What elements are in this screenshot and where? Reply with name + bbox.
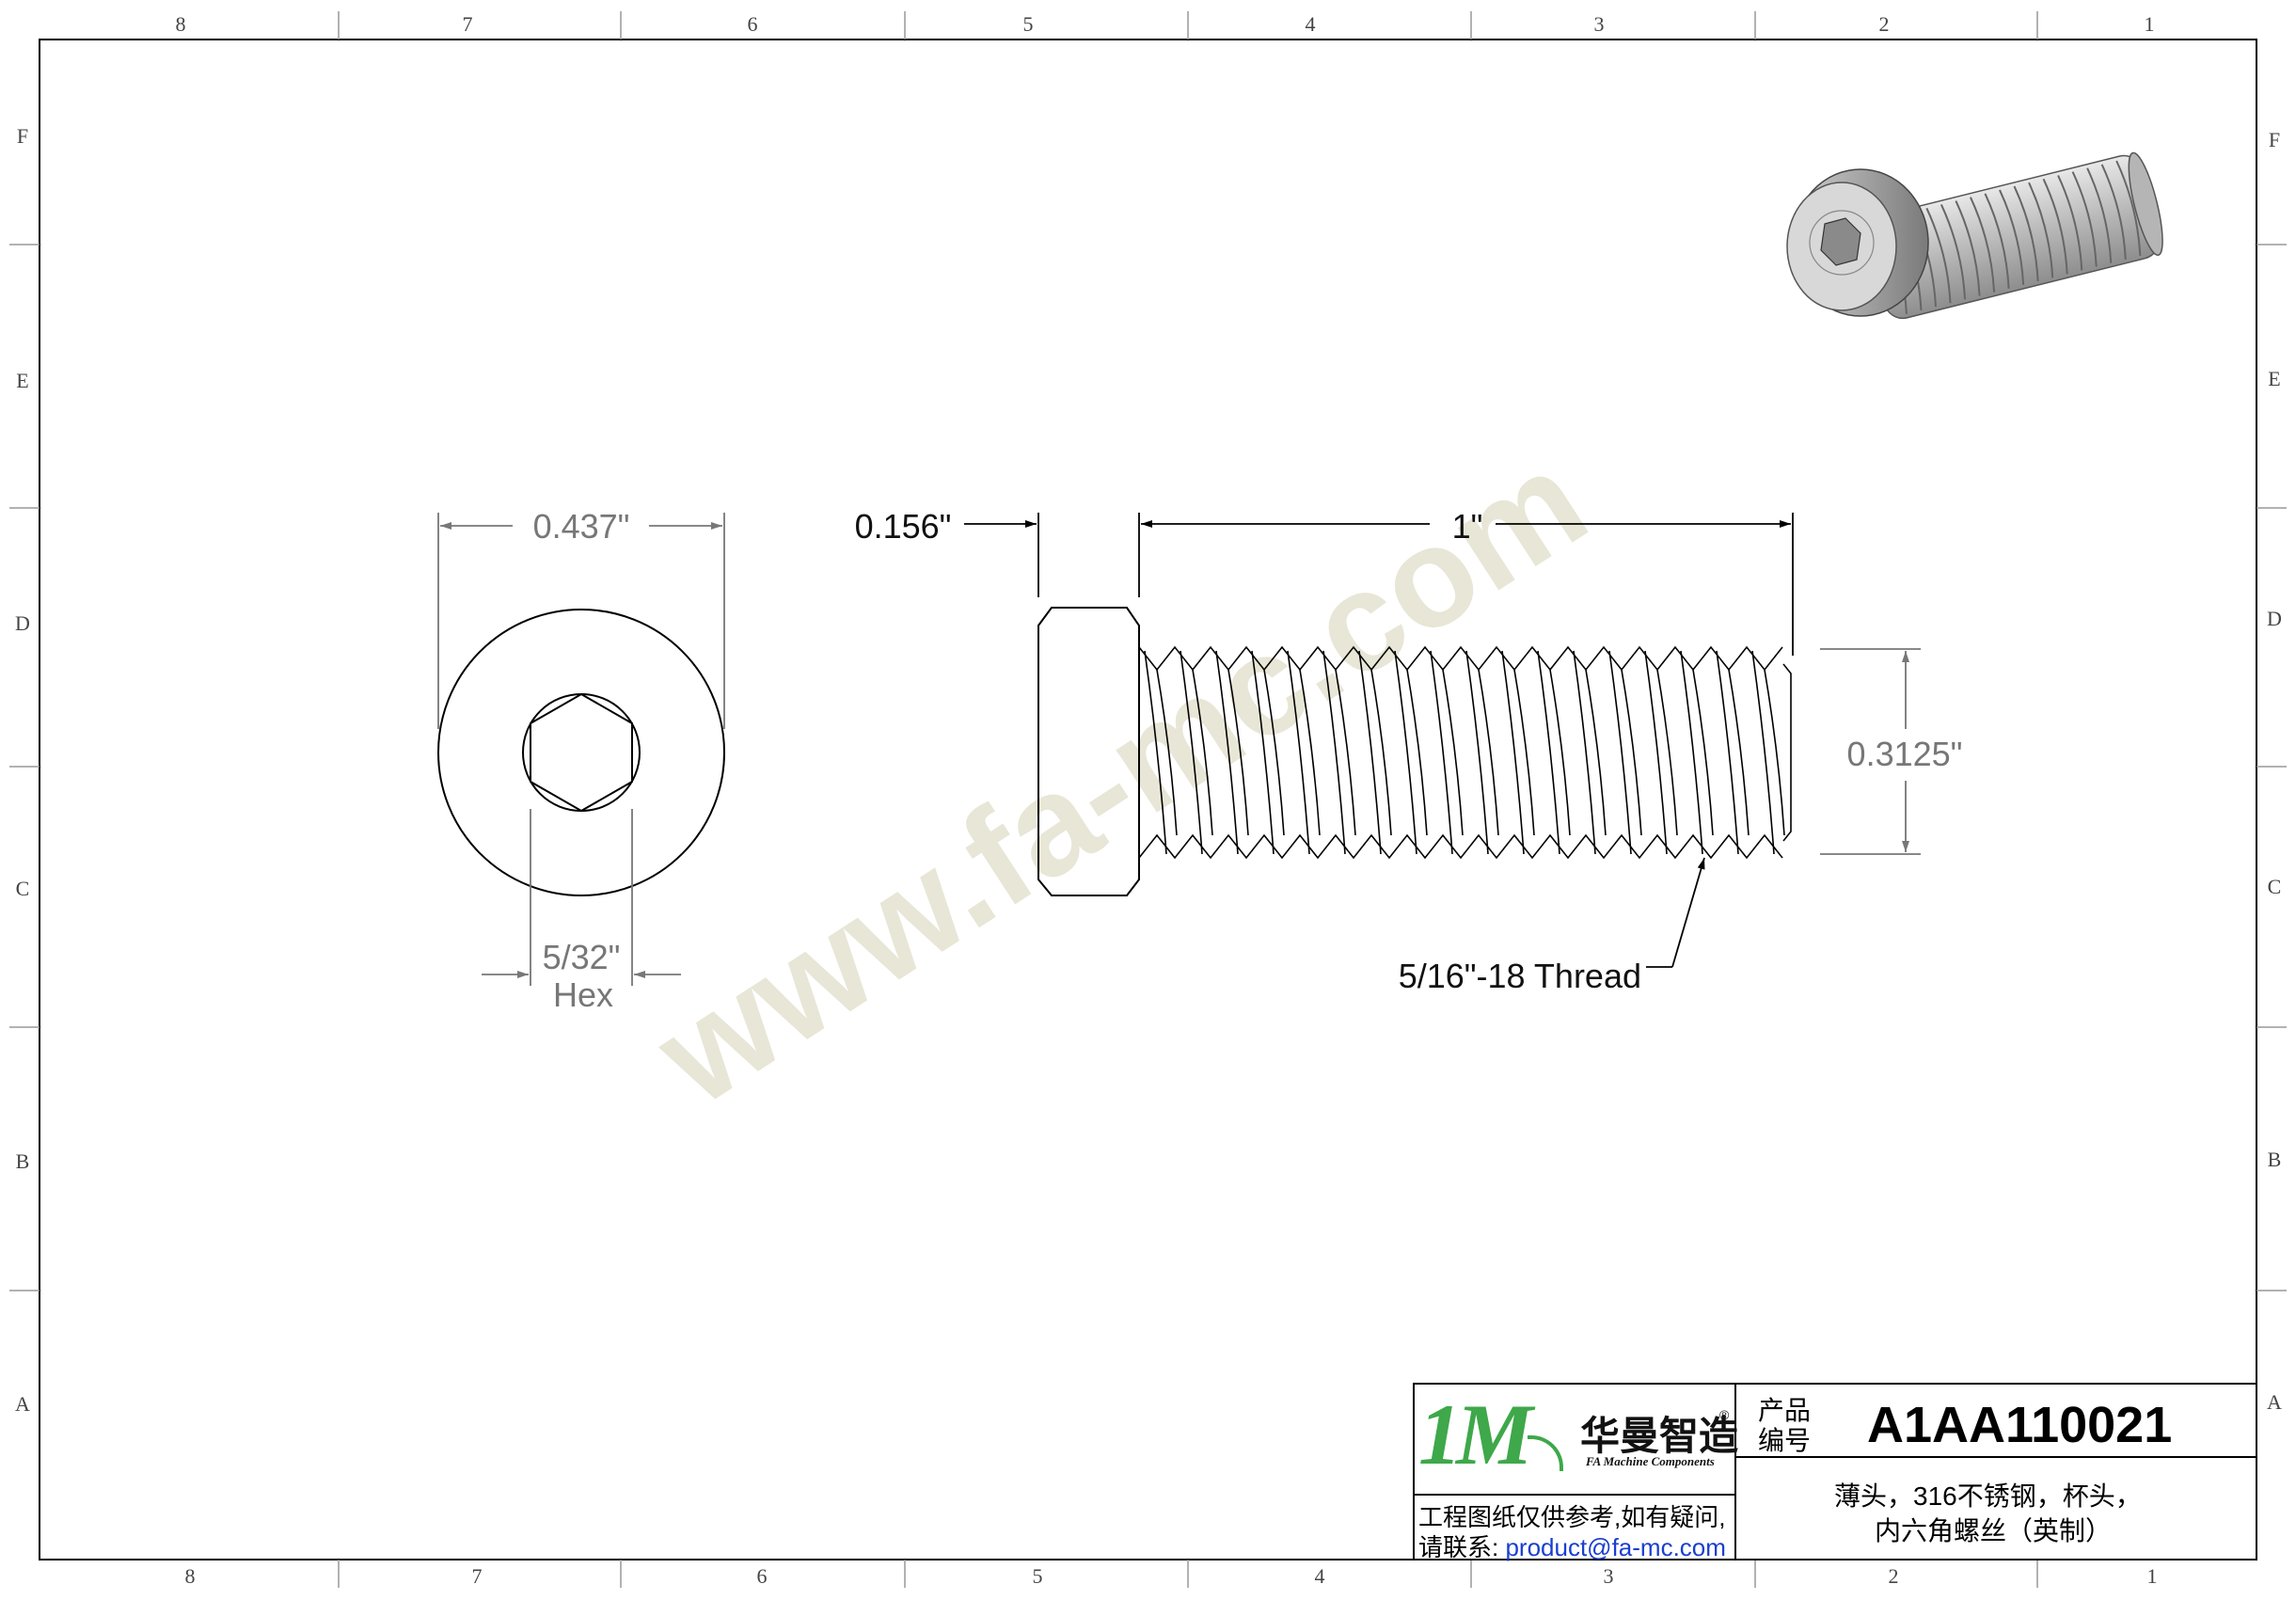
screw-head-side: [1037, 607, 1140, 896]
col-label-bottom: 4: [1315, 1564, 1325, 1588]
contact-email-link[interactable]: product@fa-mc.com: [1505, 1533, 1726, 1561]
product-code-label-line2: 编号: [1758, 1426, 1812, 1455]
product-code: A1AA110021: [1867, 1397, 2173, 1453]
front-view: 0.437" 5/32" Hex: [437, 507, 725, 1014]
col-label-top: 3: [1594, 12, 1605, 36]
description-line2: 内六角螺丝（英制）: [1875, 1516, 2113, 1545]
row-label-right: B: [2268, 1148, 2282, 1171]
row-label-right: A: [2267, 1390, 2282, 1414]
row-label-right: D: [2267, 607, 2282, 630]
row-label-left: F: [17, 124, 28, 148]
col-label-top: 4: [1306, 12, 1316, 36]
iso-hex-socket: [1820, 217, 1861, 266]
description-line1: 薄头，316不锈钢，杯头，: [1834, 1481, 2142, 1511]
head-height-dimension: [964, 513, 1140, 597]
product-code-label-line1: 产品: [1758, 1396, 1812, 1425]
row-label-left: B: [16, 1149, 30, 1173]
col-label-top: 1: [2145, 12, 2155, 36]
row-label-left: D: [15, 611, 30, 635]
col-label-top: 2: [1879, 12, 1890, 36]
thread-body: [1138, 645, 1792, 860]
row-label-left: C: [16, 877, 30, 900]
wifi-icon: [1528, 1435, 1563, 1471]
head-diameter-dimension: [437, 513, 725, 729]
col-label-top: 8: [176, 12, 186, 36]
col-label-top: 7: [463, 12, 473, 36]
head-diameter-label: 0.437": [533, 507, 630, 546]
length-label: 1": [1452, 507, 1483, 546]
col-label-bottom: 2: [1889, 1564, 1899, 1588]
contact-label: 请联系:: [1418, 1533, 1506, 1561]
col-label-top: 6: [748, 12, 758, 36]
col-label-bottom: 8: [185, 1564, 196, 1588]
col-label-top: 5: [1023, 12, 1034, 36]
thread-diameter-label: 0.3125": [1847, 735, 1963, 773]
row-label-right: E: [2268, 367, 2280, 390]
hex-size-label: 5/32": [543, 938, 621, 976]
head-height-label: 0.156": [855, 507, 952, 546]
company-name-cn: 华曼智造: [1580, 1414, 1739, 1458]
hex-socket: [530, 692, 633, 813]
col-label-bottom: 1: [2147, 1564, 2158, 1588]
registered-mark: ®: [1719, 1407, 1730, 1422]
isometric-view: [1786, 151, 2163, 320]
col-label-bottom: 3: [1604, 1564, 1614, 1588]
thread-callout-label: 5/16"-18 Thread: [1399, 957, 1641, 995]
drawing-frame: 8 7 6 5 4 3 2 1 8 7 6 5 4 3 2 1 F E D C …: [9, 11, 2287, 1588]
length-dimension: [1141, 513, 1794, 656]
logo-mark: 1M: [1418, 1386, 1533, 1482]
company-logo: 1M: [1418, 1390, 1576, 1480]
col-label-bottom: 6: [757, 1564, 768, 1588]
col-label-bottom: 7: [472, 1564, 483, 1588]
hex-type-label: Hex: [553, 975, 613, 1014]
head-outline: [437, 609, 725, 896]
disclaimer-note: 工程图纸仅供参考,如有疑问,: [1418, 1503, 1726, 1531]
row-label-right: C: [2268, 875, 2282, 898]
socket-circle: [522, 693, 641, 812]
thread-callout-leader: [1646, 857, 1705, 968]
company-name-en: FA Machine Components: [1586, 1454, 1715, 1468]
row-label-left: E: [16, 369, 28, 392]
side-view: 0.156" 1" 0.3125" 5/16"-18 Thread: [855, 507, 1963, 995]
thread-diameter-dimension: [1820, 648, 1921, 855]
hex-dimension: [482, 809, 681, 986]
col-label-bottom: 5: [1033, 1564, 1043, 1588]
title-block-frame: [1413, 1383, 2257, 1560]
row-label-left: A: [15, 1392, 30, 1416]
row-label-right: F: [2269, 128, 2280, 151]
